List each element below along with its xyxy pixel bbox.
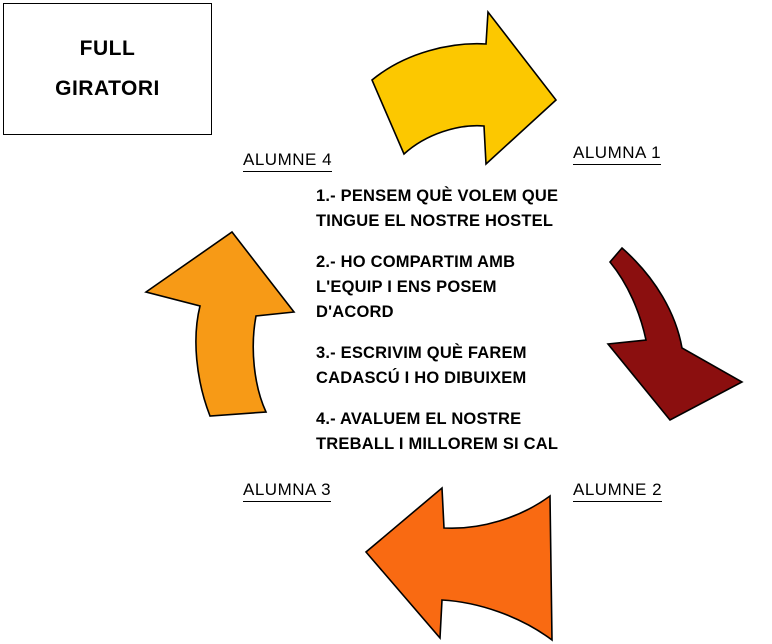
label-alumna-1: ALUMNA 1	[573, 143, 662, 165]
step-4: 4.- AVALUEM EL NOSTRE TREBALL I MILLOREM…	[316, 407, 606, 457]
orange-left-arrow-path	[144, 230, 296, 417]
orange-curved-arrow-left-icon	[364, 486, 553, 642]
title-box: FULL GIRATORI	[3, 3, 212, 135]
label-alumna-3: ALUMNA 3	[243, 480, 332, 502]
step-2-line-3: D'ACORD	[316, 303, 394, 321]
dark-red-arrow-path	[606, 246, 744, 422]
label-alumne-2: ALUMNE 2	[573, 480, 663, 502]
orange-bottom-arrow-path	[364, 486, 553, 642]
step-1-line-1: 1.- PENSEM QUÈ VOLEM QUE	[316, 187, 559, 205]
step-3-line-2: CADASCÚ I HO DIBUIXEM	[316, 369, 527, 387]
step-3: 3.- ESCRIVIM QUÈ FAREM CADASCÚ I HO DIBU…	[316, 341, 606, 391]
yellow-arrow-path	[371, 9, 558, 166]
orange-curved-arrow-up-icon	[144, 230, 296, 417]
step-1: 1.- PENSEM QUÈ VOLEM QUE TINGUE EL NOSTR…	[316, 184, 606, 234]
title-line-2: GIRATORI	[55, 77, 160, 100]
label-alumne-4: ALUMNE 4	[243, 150, 333, 172]
steps-list: 1.- PENSEM QUÈ VOLEM QUE TINGUE EL NOSTR…	[316, 184, 606, 457]
yellow-curved-arrow-right-icon	[371, 9, 558, 166]
step-4-line-1: 4.- AVALUEM EL NOSTRE	[316, 410, 522, 428]
step-2-line-2: L'EQUIP I ENS POSEM	[316, 278, 497, 296]
step-2-line-1: 2.- HO COMPARTIM AMB	[316, 253, 516, 271]
step-4-line-2: TREBALL I MILLOREM SI CAL	[316, 435, 559, 453]
step-1-line-2: TINGUE EL NOSTRE HOSTEL	[316, 212, 554, 230]
step-2: 2.- HO COMPARTIM AMB L'EQUIP I ENS POSEM…	[316, 250, 606, 325]
title-line-1: FULL	[79, 37, 136, 61]
step-3-line-1: 3.- ESCRIVIM QUÈ FAREM	[316, 344, 527, 362]
dark-red-curved-arrow-down-icon	[606, 246, 744, 422]
